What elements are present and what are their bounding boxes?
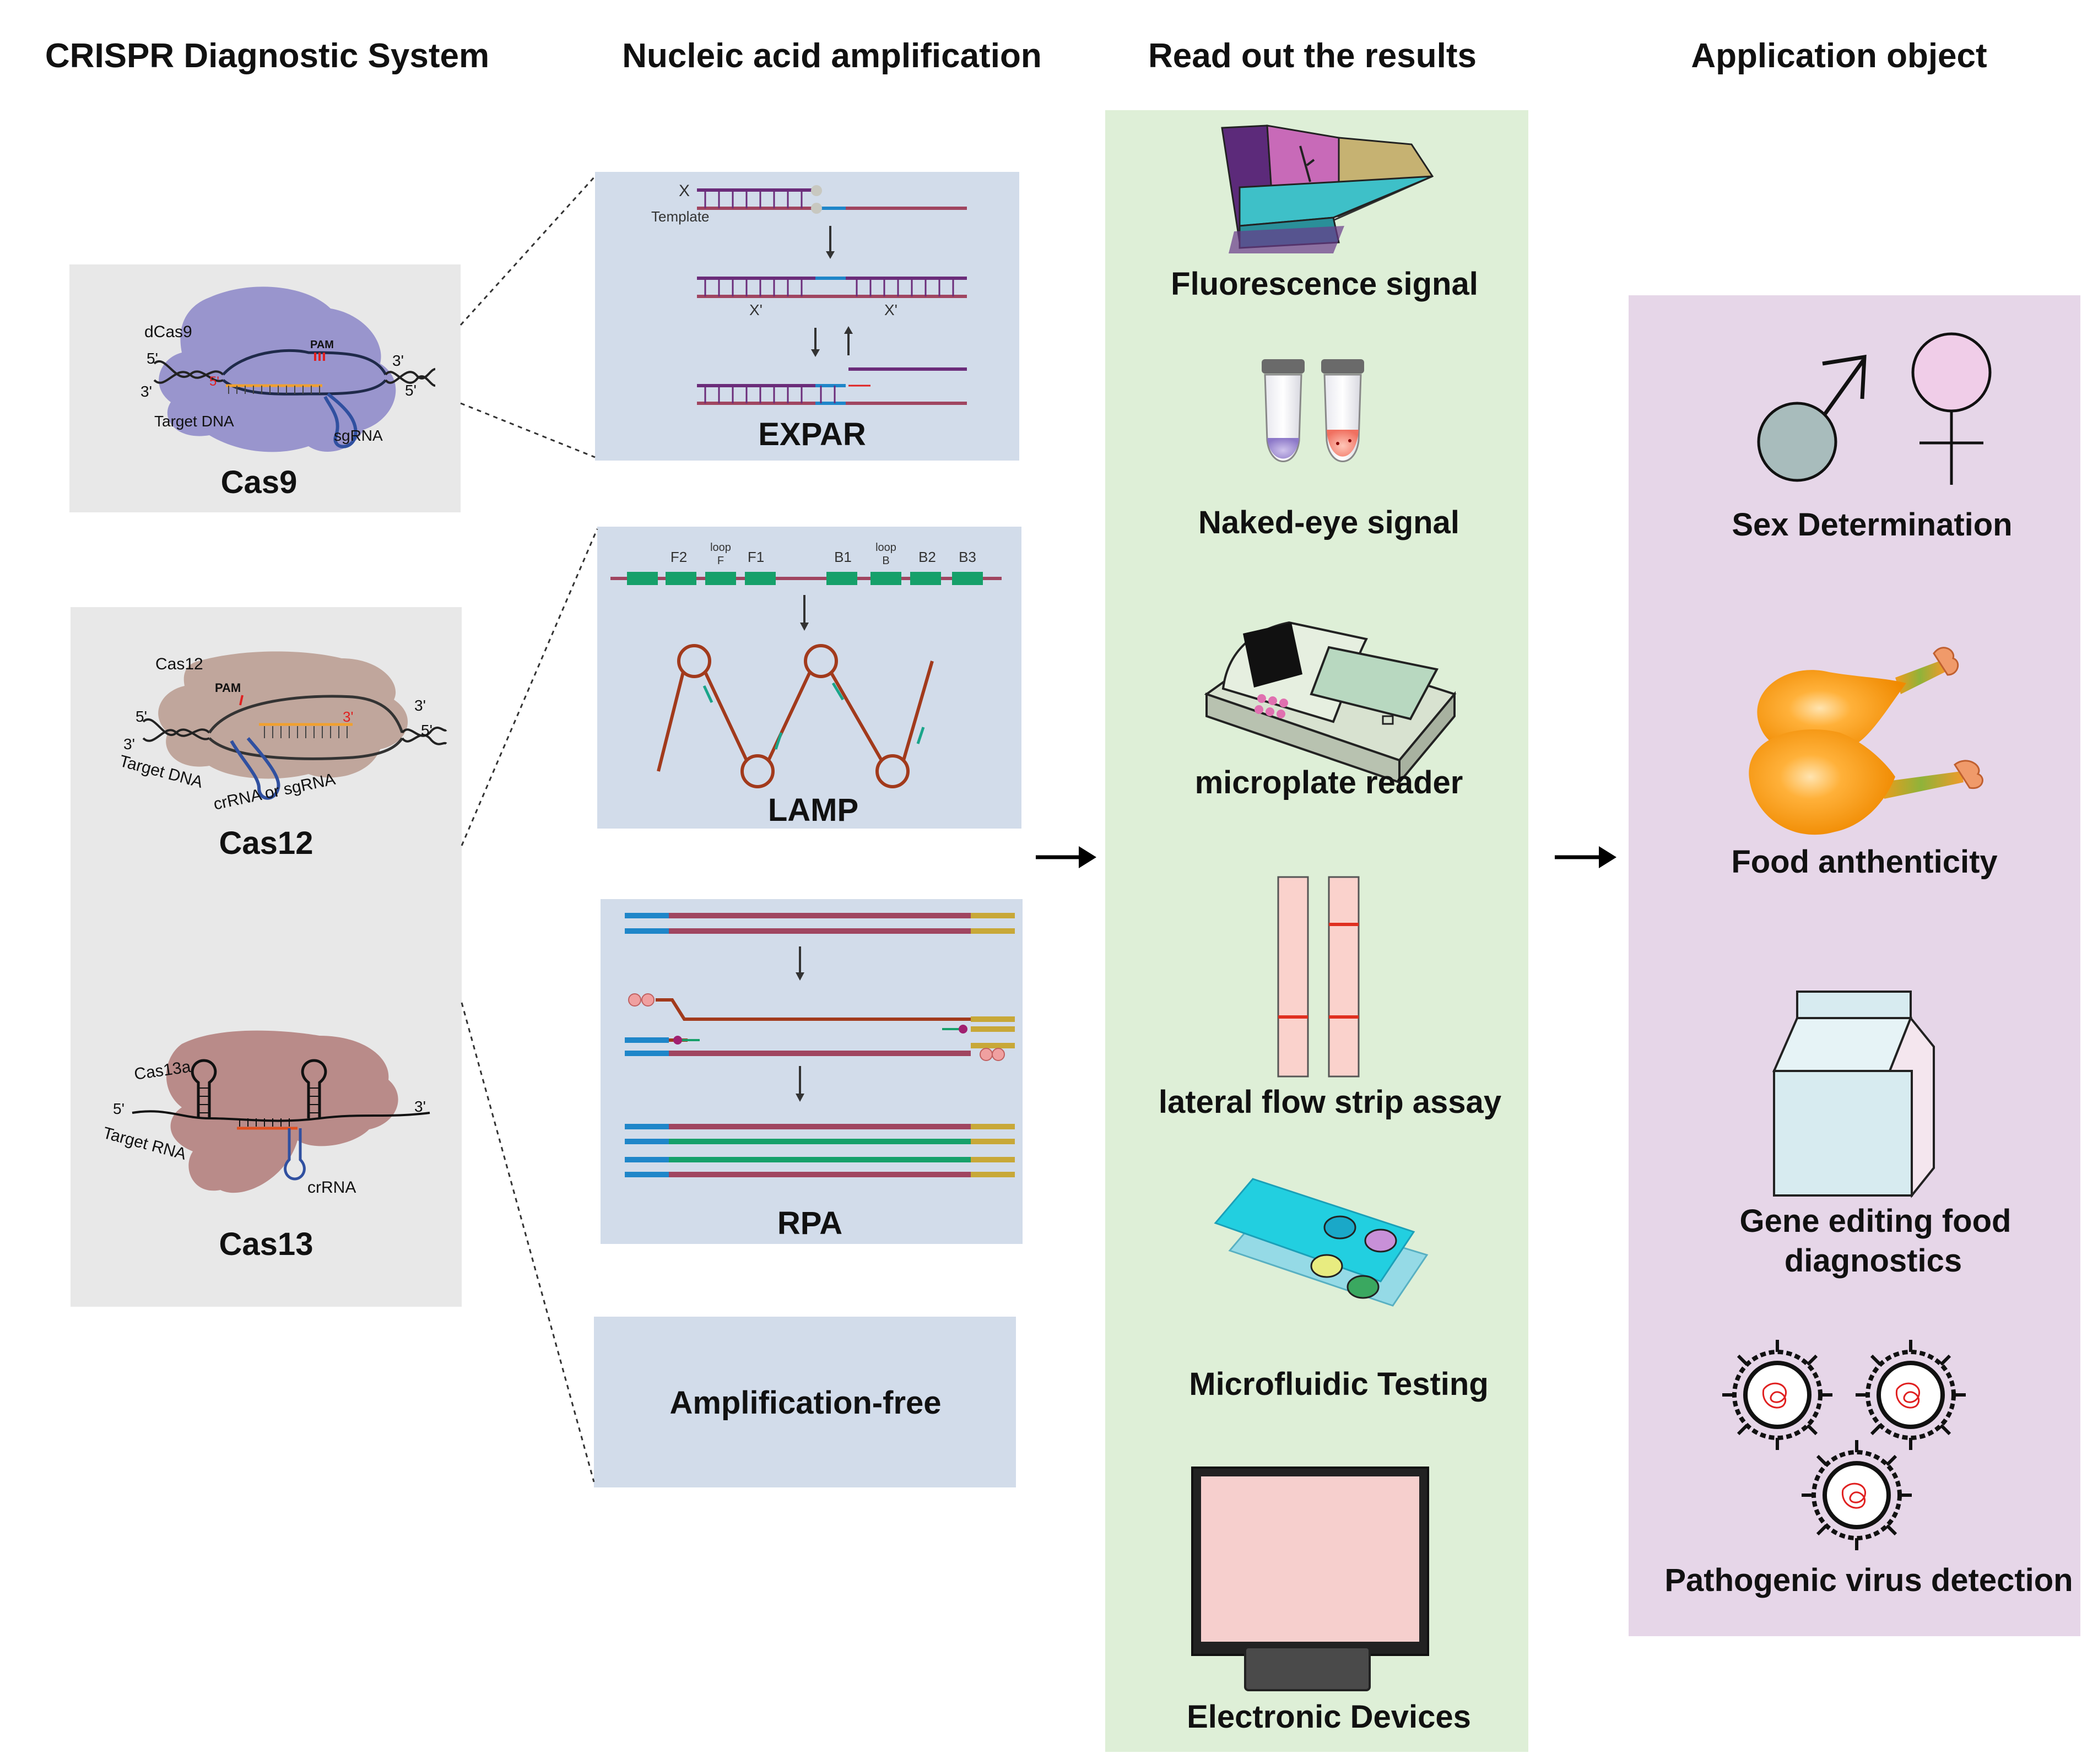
naked-eye-label: Naked-eye signal — [1198, 505, 1459, 540]
svg-text:Cas12: Cas12 — [155, 655, 203, 673]
svg-text:F2: F2 — [671, 549, 687, 565]
cas13-title: Cas13 — [219, 1226, 313, 1262]
fluorescence-imager-icon — [1221, 125, 1434, 253]
expar-panel — [595, 172, 1019, 461]
virus-icons — [1722, 1340, 1966, 1550]
microplate-label: microplate reader — [1195, 765, 1463, 800]
sex-determination-label: Sex Determination — [1732, 507, 2012, 543]
cas9-title: Cas9 — [221, 464, 298, 500]
header-amplification: Nucleic acid amplification — [622, 37, 1041, 75]
svg-text:loop: loop — [710, 542, 731, 554]
svg-text:3': 3' — [414, 697, 426, 714]
lateral-flow-label: lateral flow strip assay — [1159, 1084, 1501, 1120]
sex-symbols-icon — [1757, 332, 1992, 485]
flow-arrow-2 — [1555, 846, 1616, 868]
gene-editing-label-2: diagnostics — [1785, 1243, 1962, 1279]
cas12-title: Cas12 — [219, 825, 313, 861]
lateral-flow-strips-icon — [1277, 876, 1360, 1078]
svg-text:3': 3' — [123, 735, 135, 753]
svg-text:Target DNA: Target DNA — [154, 413, 234, 430]
svg-text:PAM: PAM — [215, 681, 241, 695]
electronic-label: Electronic Devices — [1187, 1699, 1471, 1735]
microfluidic-label: Microfluidic Testing — [1189, 1366, 1489, 1402]
milk-carton-icon — [1772, 991, 1935, 1198]
microfluidic-chip-icon — [1214, 1178, 1429, 1307]
svg-text:X': X' — [884, 301, 897, 318]
flow-arrow-1 — [1036, 846, 1096, 868]
svg-text:dCas9: dCas9 — [144, 323, 192, 341]
chicken-legs-icon — [1749, 647, 1983, 835]
fluorescence-label: Fluorescence signal — [1171, 266, 1478, 302]
svg-text:3': 3' — [414, 1098, 426, 1115]
svg-text:sgRNA: sgRNA — [334, 427, 383, 444]
svg-text:F: F — [717, 555, 724, 567]
electronic-device-icon — [1191, 1467, 1429, 1691]
svg-text:B2: B2 — [918, 549, 936, 565]
svg-text:B: B — [882, 555, 889, 567]
svg-text:crRNA: crRNA — [307, 1178, 356, 1197]
rpa-title: RPA — [777, 1205, 842, 1241]
rpa-illustration — [625, 913, 1015, 1177]
rpa-panel — [601, 899, 1023, 1244]
virus-detection-label: Pathogenic virus detection — [1664, 1562, 2073, 1598]
amp-free-panel — [594, 1317, 1016, 1487]
header-crispr-system: CRISPR Diagnostic System — [45, 37, 489, 75]
application-panel — [1629, 295, 2080, 1636]
svg-text:F1: F1 — [748, 549, 764, 565]
svg-text:5': 5' — [113, 1100, 125, 1117]
header-application: Application object — [1691, 37, 1987, 75]
svg-text:5': 5' — [147, 350, 158, 367]
svg-text:loop: loop — [875, 542, 896, 554]
lamp-illustration: F2 loop F F1 B1 loop B B2 B3 — [610, 542, 1002, 788]
zoom-lines — [459, 175, 598, 1482]
svg-text:5': 5' — [405, 382, 417, 399]
gene-editing-label-1: Gene editing food — [1740, 1203, 2012, 1239]
lamp-title: LAMP — [768, 792, 858, 828]
cas9-illustration: dCas9 5' 3' 5' PAM 3' 5' Target DNA sgRN… — [140, 286, 436, 452]
svg-text:5': 5' — [209, 374, 219, 389]
svg-text:5': 5' — [136, 708, 147, 725]
header-readout: Read out the results — [1148, 37, 1477, 75]
svg-text:3': 3' — [343, 708, 353, 725]
cas13-illustration: Cas13a 5' 3' Target RNA crRNA — [101, 1030, 430, 1197]
food-authenticity-label: Food anthenticity — [1731, 844, 1997, 880]
svg-text:Template: Template — [651, 208, 710, 225]
svg-text:5': 5' — [421, 722, 432, 739]
svg-text:PAM: PAM — [310, 339, 334, 351]
expar-title: EXPAR — [758, 416, 866, 452]
svg-text:X': X' — [749, 301, 763, 318]
svg-text:3': 3' — [140, 383, 152, 400]
expar-illustration: X Template X' X' — [651, 182, 967, 405]
cas13-protein-blob — [166, 1030, 398, 1193]
cas9-protein-blob — [159, 286, 396, 452]
svg-text:B3: B3 — [959, 549, 976, 565]
svg-text:B1: B1 — [834, 549, 852, 565]
microplate-reader-icon — [1204, 621, 1457, 786]
naked-eye-tubes-icon — [1262, 359, 1364, 462]
amp-free-title: Amplification-free — [669, 1385, 941, 1421]
svg-text:X: X — [679, 182, 690, 200]
svg-text:3': 3' — [392, 352, 404, 369]
